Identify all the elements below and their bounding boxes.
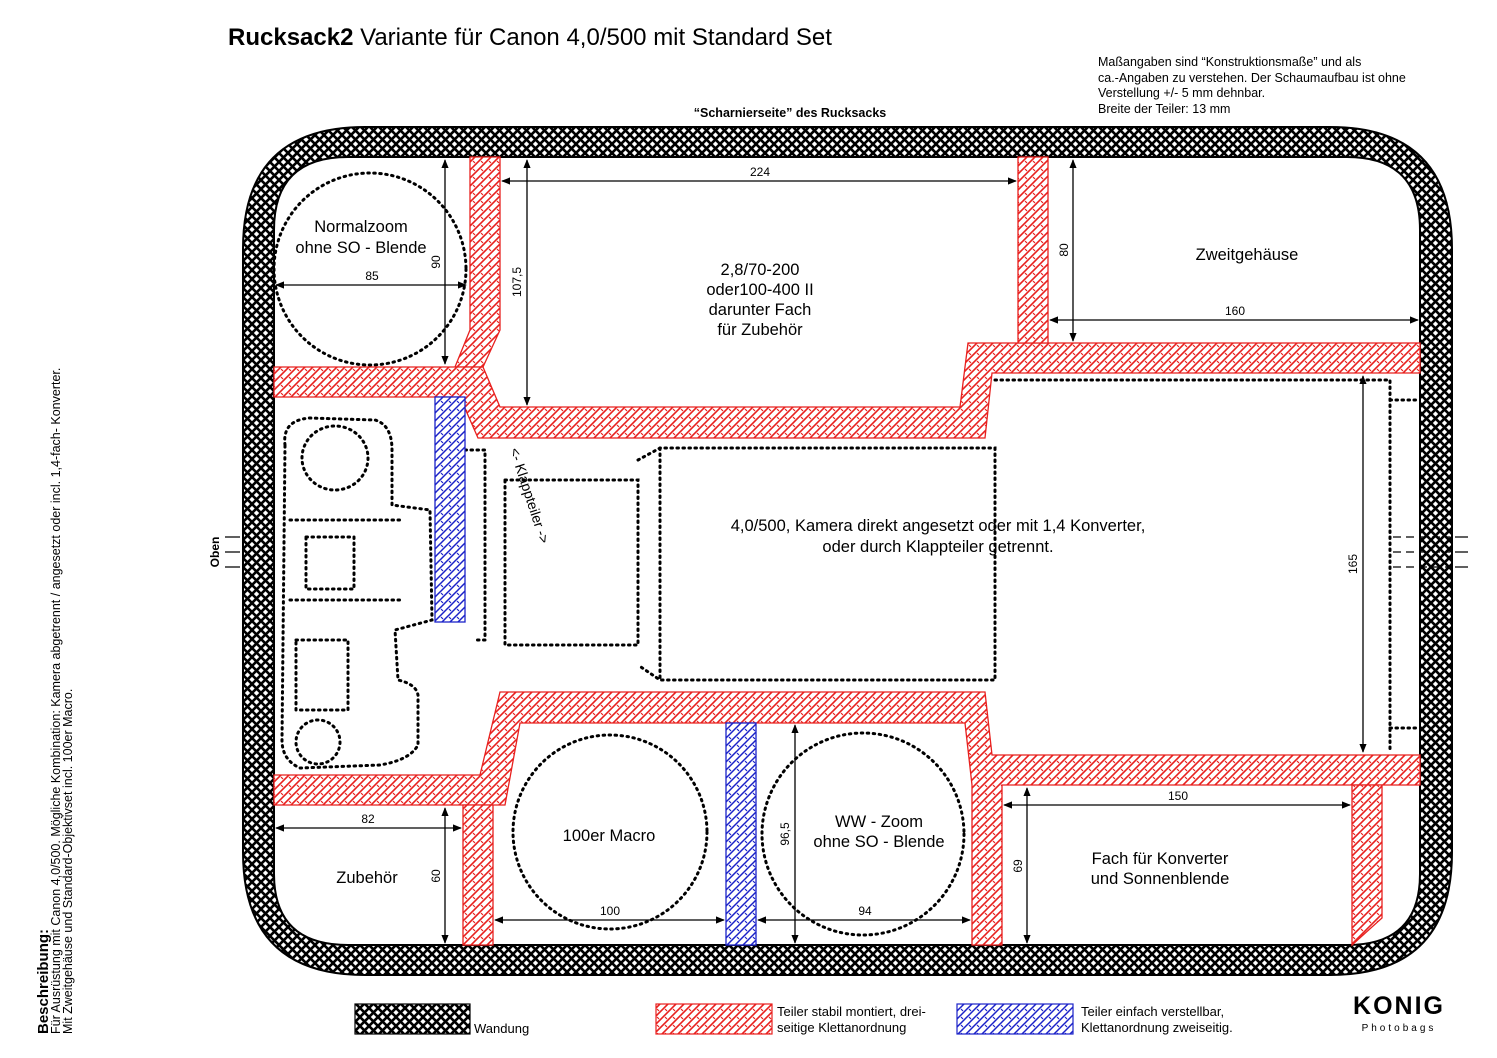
legend-movable-label-2: Klettanordnung zweiseitig. bbox=[1081, 1020, 1233, 1035]
label-tele-2: oder100-400 II bbox=[706, 281, 813, 299]
divider-lower bbox=[273, 691, 1421, 946]
label-converter-2: und Sonnenblende bbox=[1091, 870, 1230, 888]
dim-165: 165 bbox=[1346, 554, 1360, 574]
brand-logo: KONIG Photobags bbox=[1353, 992, 1445, 1034]
legend-fixed-label-2: seitige Klettanordnung bbox=[777, 1020, 906, 1035]
equipment-outlines bbox=[272, 171, 1422, 937]
label-macro: 100er Macro bbox=[563, 827, 656, 845]
label-wwzoom-1: WW - Zoom bbox=[835, 813, 923, 831]
title-rest: Variante für Canon 4,0/500 mit Standard … bbox=[353, 24, 832, 51]
hinge-side-label: “Scharnierseite” des Rucksacks bbox=[694, 106, 887, 120]
dim-69: 69 bbox=[1011, 859, 1025, 873]
legend-wall-swatch bbox=[354, 1003, 471, 1035]
lens-divider bbox=[725, 722, 757, 946]
legend: Wandung Teiler stabil montiert, drei- se… bbox=[354, 1003, 1233, 1036]
dim-96-5: 96,5 bbox=[778, 822, 792, 846]
flap-divider bbox=[434, 396, 466, 623]
label-normalzoom-1: Normalzoom bbox=[314, 218, 408, 236]
dim-94: 94 bbox=[858, 904, 872, 918]
dimension-lines bbox=[275, 159, 1419, 944]
brand-name: KONIG bbox=[1353, 992, 1445, 1020]
label-wwzoom-2: ohne SO - Blende bbox=[813, 833, 944, 851]
top-marker bbox=[225, 536, 1468, 568]
dim-100: 100 bbox=[600, 904, 620, 918]
label-normalzoom-2: ohne SO - Blende bbox=[295, 239, 426, 257]
top-label: Oben bbox=[208, 537, 222, 568]
label-tele-1: 2,8/70-200 bbox=[721, 261, 800, 279]
legend-wall-label: Wandung bbox=[474, 1021, 529, 1036]
dim-60: 60 bbox=[429, 869, 443, 883]
dim-160: 160 bbox=[1225, 304, 1245, 318]
bag-wall bbox=[242, 126, 1453, 976]
label-main-2: oder durch Klappteiler getrennt. bbox=[822, 538, 1053, 556]
title-bold: Rucksack2 bbox=[228, 24, 354, 51]
legend-movable-label-1: Teiler einfach verstellbar, bbox=[1081, 1004, 1224, 1019]
divider-top-right-vertical bbox=[1017, 156, 1049, 344]
dim-90: 90 bbox=[429, 255, 443, 269]
legend-fixed-swatch bbox=[655, 1003, 773, 1035]
label-body2: Zweitgehäuse bbox=[1196, 246, 1299, 264]
legend-fixed-label-1: Teiler stabil montiert, drei- bbox=[777, 1004, 926, 1019]
divider-top-left-vertical bbox=[454, 156, 501, 368]
fixed-dividers bbox=[273, 156, 1421, 947]
page-title: Rucksack2 Variante für Canon 4,0/500 mit… bbox=[228, 24, 832, 52]
label-flap: <- Klappteiler -> bbox=[507, 446, 553, 546]
divider-lower-right-vertical bbox=[1351, 784, 1383, 947]
brand-sub: Photobags bbox=[1362, 1023, 1437, 1034]
label-main-1: 4,0/500, Kamera direkt angesetzt oder mi… bbox=[731, 517, 1146, 535]
dim-150: 150 bbox=[1168, 789, 1188, 803]
movable-dividers bbox=[434, 396, 757, 946]
label-tele-3: darunter Fach bbox=[709, 301, 812, 319]
label-tele-4: für Zubehör bbox=[717, 321, 803, 339]
dim-82: 82 bbox=[361, 812, 375, 826]
dim-85: 85 bbox=[365, 269, 379, 283]
dim-224: 224 bbox=[750, 165, 770, 179]
dim-80: 80 bbox=[1057, 243, 1071, 257]
divider-lower-left-vertical bbox=[462, 804, 494, 946]
legend-movable-swatch bbox=[956, 1003, 1074, 1035]
label-converter-1: Fach für Konverter bbox=[1092, 850, 1229, 868]
label-accessories: Zubehör bbox=[336, 869, 398, 887]
dim-107-5: 107,5 bbox=[510, 267, 524, 297]
dimension-note: Maßangaben sind “Konstruktionsmaße” und … bbox=[1098, 55, 1406, 116]
